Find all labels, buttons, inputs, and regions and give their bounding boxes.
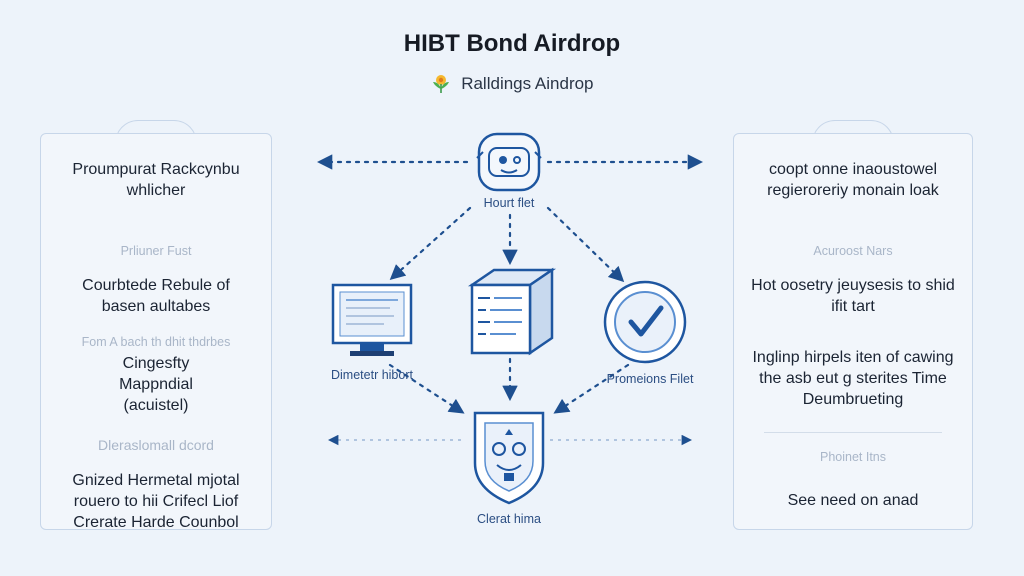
vault-node-icon (476, 132, 542, 192)
left-block-4: Gnized Hermetal mjotal rouero to hii Cri… (41, 470, 271, 533)
right-block-3: Inglinp hirpels iten of cawing the asb e… (734, 347, 972, 410)
left-node-label: Dimetetr hibort (331, 368, 413, 382)
left-block-1-line-1: Proumpurat Rackcynbu (72, 161, 240, 178)
right-block-1: coopt onne inaoustowel regieroreriy mona… (734, 159, 972, 201)
left-block-4-line-2: rouero to hii Crifecl Liof (73, 493, 239, 510)
right-panel: coopt onne inaoustowel regieroreriy mona… (733, 133, 973, 530)
left-block-1-line-2: whlicher (126, 182, 186, 199)
left-block-4-line-1: Gnized Hermetal mjotal (72, 472, 240, 489)
left-faint-label-3: Dleraslomall dcord (98, 437, 214, 453)
left-faint-label-1: Prliuner Fust (120, 244, 192, 258)
right-block-1-line-2: regieroreriy monain loak (767, 182, 939, 199)
right-faint-label-2: Phoinet Itns (819, 450, 886, 464)
left-block-3-line-1: Cingesfty (122, 355, 190, 372)
left-block-3-line-3: (acuistel) (123, 397, 189, 414)
right-block-3-line-1: Inglinp hirpels iten of cawing (752, 349, 954, 366)
top-node-label: Hourt flet (483, 196, 535, 210)
page-subtitle: Ralldings Aindrop (0, 72, 1024, 94)
right-block-2: Hot oosetry jeuysesis to shid ifit tart (734, 275, 972, 317)
server-node-icon (467, 267, 557, 356)
left-block-3-line-2: Mappndial (119, 376, 193, 393)
right-node-label: Promeions Filet (606, 372, 694, 386)
right-block-2-line-1: Hot oosetry jeuysesis to shid (751, 277, 955, 294)
left-block-3: Cingesfty Mappndial (acuistel) (41, 353, 271, 416)
left-block-2-line-1: Courbtede Rebule of (82, 277, 230, 294)
left-block-2: Courbtede Rebule of basen aultabes (41, 275, 271, 317)
right-block-1-line-1: coopt onne inaoustowel (768, 161, 938, 178)
monitor-node-icon (331, 283, 413, 356)
left-block-4-line-3: Crerate Harde Counbol (73, 514, 239, 531)
subtitle-text: Ralldings Aindrop (461, 74, 594, 93)
left-block-1: Proumpurat Rackcynbu whlicher (41, 159, 271, 201)
right-block-2-line-2: ifit tart (831, 298, 875, 315)
shield-node-icon (473, 411, 545, 505)
right-block-4: See need on anad (734, 490, 972, 511)
check-seal-node-icon (603, 280, 687, 364)
right-block-3-line-2: the asb eut g sterites Time (759, 370, 947, 387)
right-block-3-line-3: Deumbrueting (802, 391, 904, 408)
diagonal-arrows (388, 206, 630, 414)
right-block-4-line-1: See need on anad (787, 492, 919, 509)
left-block-2-line-2: basen aultabes (101, 298, 211, 315)
left-faint-label-2: Fom A bach th dhit thdrbes (81, 335, 231, 349)
left-panel: Proumpurat Rackcynbu whlicher Prliuner F… (40, 133, 272, 533)
right-divider (764, 432, 942, 433)
page-title: HIBT Bond Airdrop (403, 30, 621, 57)
bottom-node-label: Clerat hima (477, 512, 541, 526)
flower-logo-icon (433, 75, 450, 93)
right-faint-label-1: Acuroost Nars (813, 244, 893, 258)
